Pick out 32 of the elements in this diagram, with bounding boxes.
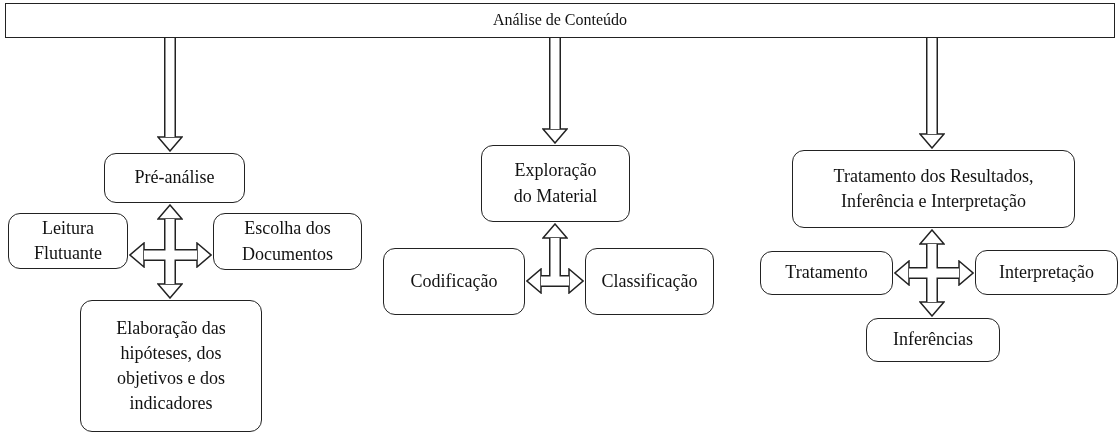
- box-label: Pré-análise: [134, 166, 215, 190]
- rounded-box: [80, 300, 262, 432]
- rounded-box: [104, 153, 245, 203]
- box-label: Elaboração das hipóteses, dos objetivos e dos indicadores: [115, 316, 227, 416]
- box-label: Tratamento: [785, 261, 868, 285]
- rounded-box: [760, 251, 893, 295]
- rounded-box: [792, 150, 1075, 228]
- box-label: Interpretação: [999, 260, 1094, 284]
- block-arrow: [526, 268, 584, 294]
- rounded-box: [975, 250, 1118, 295]
- block-arrow: [919, 38, 945, 149]
- box-label: Inferências: [893, 328, 973, 352]
- block-arrow: [542, 38, 568, 144]
- block-arrow: [129, 242, 212, 268]
- box-label: Escolha dos Documentos: [241, 217, 334, 266]
- box-label: Exploração do Material: [512, 159, 599, 208]
- rounded-box: [585, 248, 714, 315]
- block-arrow: [157, 38, 183, 152]
- block-arrow: [894, 260, 974, 286]
- rounded-box: [866, 318, 1000, 362]
- box-label: Tratamento dos Resultados, Inferência e Interpretação: [832, 164, 1035, 213]
- box-label: Codificação: [410, 269, 498, 293]
- box-label: Leitura Flutuante: [33, 216, 103, 265]
- box-label: Classificação: [601, 269, 698, 293]
- rounded-box: [481, 145, 630, 222]
- rounded-box: [213, 213, 362, 270]
- box-label: Análise de Conteúdo: [492, 10, 628, 31]
- block-arrow: [157, 204, 183, 299]
- block-arrow: [919, 229, 945, 317]
- rounded-box: [8, 213, 128, 269]
- rounded-box: [383, 248, 525, 315]
- title-bar: [5, 3, 1115, 38]
